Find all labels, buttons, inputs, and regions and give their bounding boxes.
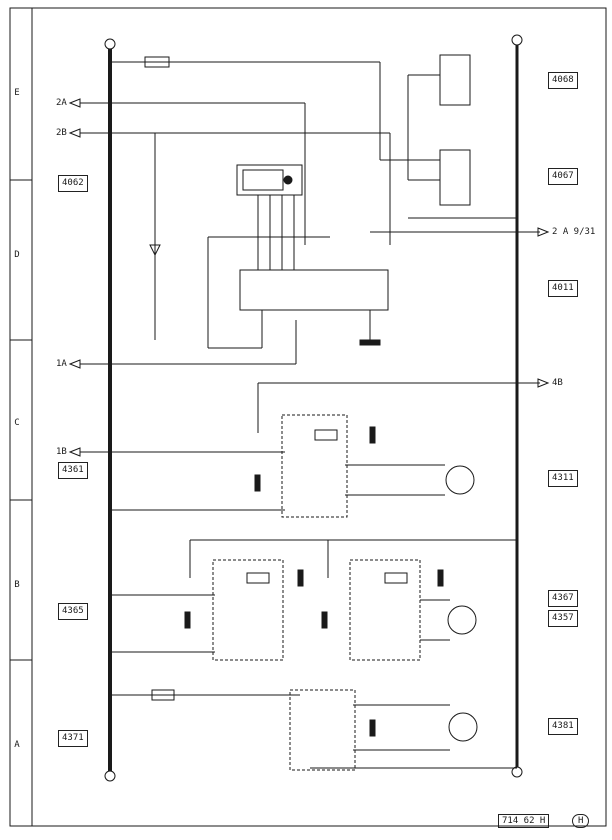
- relay-module: [281, 414, 348, 518]
- display-window: [242, 169, 284, 191]
- motor-symbol: [445, 465, 475, 495]
- ground-symbol: [254, 474, 261, 492]
- zone-label: B: [14, 580, 20, 590]
- output-arrow: [537, 227, 550, 237]
- ground-symbol: [369, 426, 376, 444]
- motor-symbol: [448, 712, 478, 742]
- left-ref-box: 4062: [58, 175, 88, 192]
- connector-block-upper: [439, 54, 471, 106]
- wire-label: 4B: [552, 378, 563, 388]
- fuse-symbol: [151, 689, 175, 701]
- sheet-code: 714 62 H: [498, 814, 550, 828]
- zone-label: E: [14, 88, 20, 98]
- resistor-symbol: [246, 572, 270, 584]
- right-ref-box: 4357: [548, 610, 578, 627]
- resistor-symbol: [384, 572, 408, 584]
- ground-symbol: [359, 339, 381, 346]
- left-ref-box: 4361: [58, 462, 88, 479]
- ground-symbol: [321, 611, 328, 629]
- fuse-symbol: [144, 56, 170, 68]
- sheet-frame: [9, 7, 607, 827]
- motor-symbol: [447, 605, 477, 635]
- right-ref-box: 4367: [548, 590, 578, 607]
- output-arrow: [537, 378, 550, 388]
- output-arrow: [68, 359, 81, 369]
- zone-label: C: [14, 418, 20, 428]
- display-indicator: [283, 175, 293, 185]
- output-arrow: [68, 447, 81, 457]
- ground-symbol: [297, 569, 304, 587]
- zone-label: D: [14, 250, 20, 260]
- right-ref-box: 4381: [548, 718, 578, 735]
- control-unit: [239, 269, 389, 311]
- ground-symbol: [369, 719, 376, 737]
- right-ref-box: 4067: [548, 168, 578, 185]
- wire-label: 1B: [56, 447, 67, 457]
- resistor-symbol: [314, 429, 338, 441]
- zone-label: A: [14, 740, 20, 750]
- wire-label: 2B: [56, 128, 67, 138]
- right-ref-box: 4311: [548, 470, 578, 487]
- right-bus-terminal-bottom: [511, 766, 523, 778]
- wire-label: 2A: [56, 98, 67, 108]
- left-bus-terminal-top: [104, 38, 116, 50]
- wire-label: 1A: [56, 359, 67, 369]
- connector-block-lower: [439, 149, 471, 206]
- wire-label: 2 A 9/31: [552, 227, 596, 237]
- ground-symbol: [437, 569, 444, 587]
- relay-module: [289, 689, 356, 771]
- right-bus-terminal-top: [511, 34, 523, 46]
- left-ref-box: 4365: [58, 603, 88, 620]
- right-ref-box: 4011: [548, 280, 578, 297]
- ground-symbol: [184, 611, 191, 629]
- diode-symbol: [149, 244, 161, 257]
- relay-module: [212, 559, 284, 661]
- output-arrow: [68, 98, 81, 108]
- sheet-mark: H: [572, 814, 590, 828]
- left-bus-terminal-bottom: [104, 770, 116, 782]
- relay-module: [349, 559, 421, 661]
- output-arrow: [68, 128, 81, 138]
- left-ref-box: 4371: [58, 730, 88, 747]
- right-ref-box: 4068: [548, 72, 578, 89]
